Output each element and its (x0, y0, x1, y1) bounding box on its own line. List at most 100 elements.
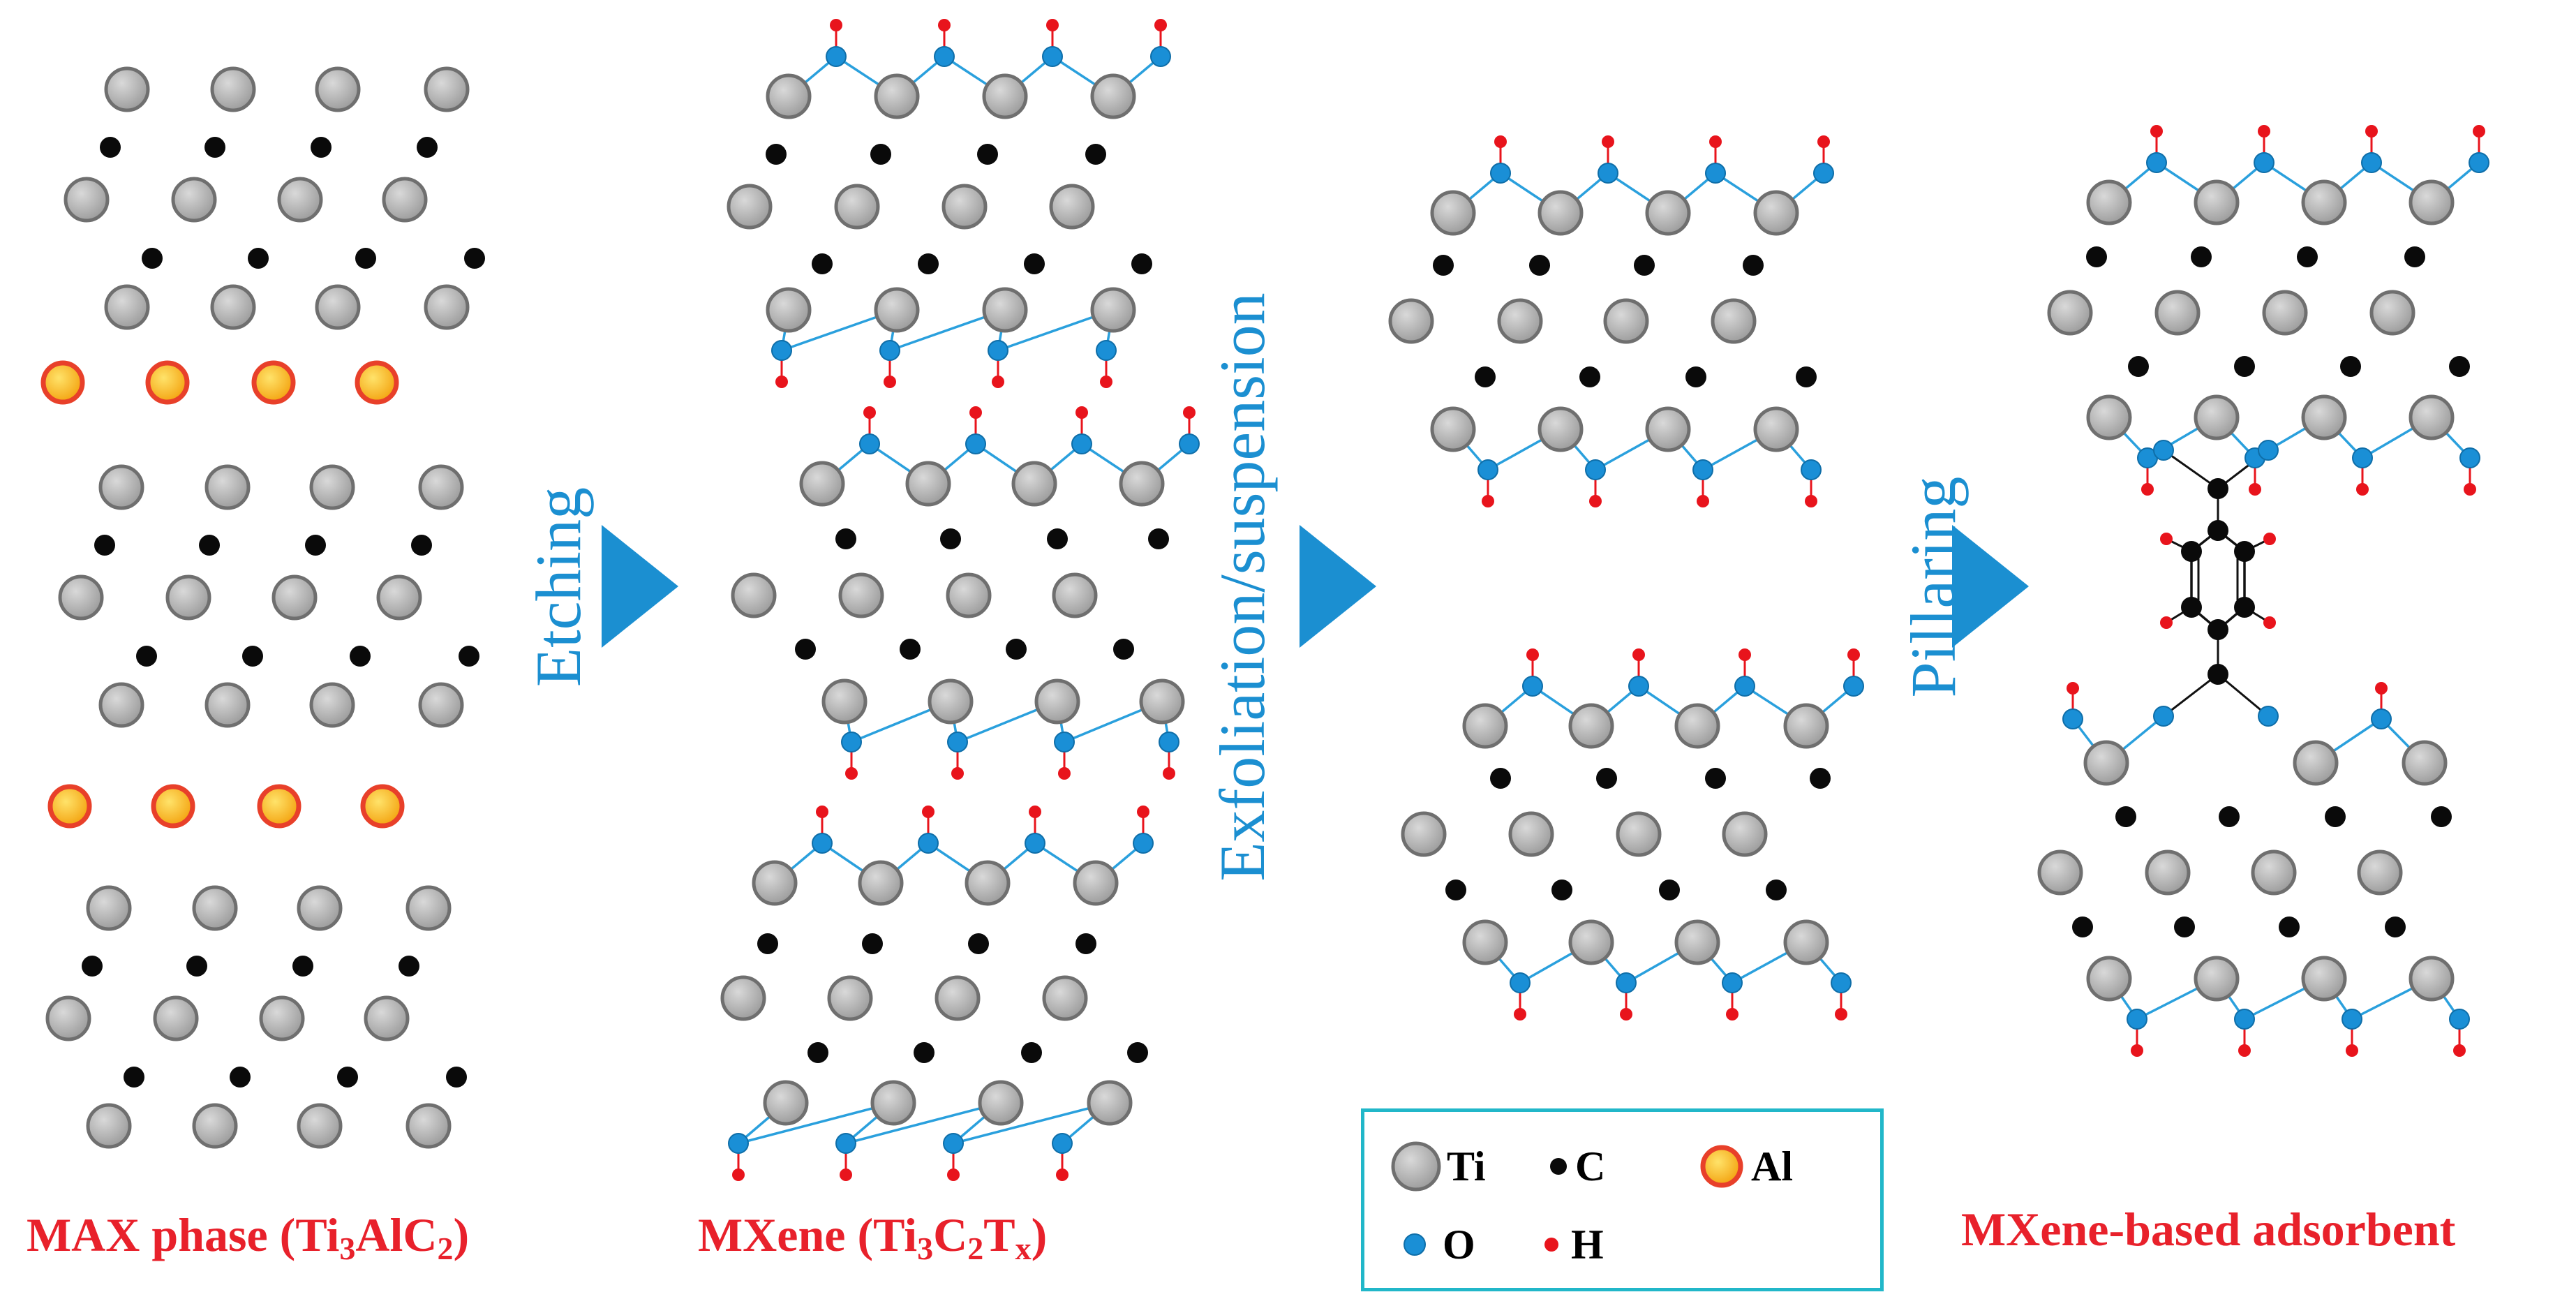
carbon-atom (350, 646, 371, 667)
ti-atom (1568, 703, 1614, 749)
oxygen-atom (2234, 1009, 2255, 1030)
carbon-atom (2072, 917, 2093, 937)
ti-atom (946, 572, 992, 618)
carbon-atom (464, 248, 485, 269)
ti-atom (982, 73, 1028, 119)
hydrogen-atom (2258, 125, 2270, 138)
ti-atom (1090, 73, 1136, 119)
carbon-atom (1021, 1042, 1042, 1063)
hydrogen-atom (2375, 682, 2388, 695)
ti-atom (2086, 956, 2132, 1002)
step-arrow-icon (602, 525, 678, 648)
carbon-atom (2174, 917, 2195, 937)
oxygen-atom (2361, 152, 2382, 173)
ti-atom (297, 1103, 343, 1149)
ti-atom (405, 885, 452, 931)
ti-atom (766, 73, 812, 119)
ti-atom (1073, 860, 1119, 906)
ti-atom (2083, 740, 2129, 786)
carbon-atom (2208, 619, 2228, 640)
oxygen-atom (1096, 340, 1117, 361)
carbon-atom (1705, 768, 1726, 789)
ti-atom (309, 464, 355, 510)
oxygen-atom (1042, 46, 1063, 67)
ti-atom (86, 885, 132, 931)
oxygen-atom (879, 340, 900, 361)
ti-atom (64, 177, 110, 223)
ti-atom (1645, 190, 1691, 236)
ti-atom (905, 461, 951, 507)
ti-atom (982, 287, 1028, 333)
carbon-atom (399, 956, 419, 977)
ti-atom (1052, 572, 1098, 618)
ti-atom (941, 184, 988, 230)
ti-atom (382, 177, 428, 223)
oxygen-atom (841, 732, 862, 752)
carbon-atom (918, 253, 939, 274)
oxygen-atom (1734, 676, 1755, 697)
hydrogen-atom (951, 767, 964, 780)
oxygen-atom (1722, 972, 1743, 993)
oxygen-atom (2342, 1009, 2362, 1030)
ti-atom (1783, 703, 1829, 749)
carbon-atom (2340, 356, 2361, 377)
ti-atom (2409, 956, 2455, 1002)
hydrogen-atom (992, 376, 1004, 388)
carbon-atom (795, 639, 816, 660)
ti-atom (1011, 461, 1057, 507)
ti-atom (935, 975, 981, 1021)
ti-atom (2194, 394, 2240, 440)
ti-atom (2251, 849, 2297, 896)
ti-atom (1388, 298, 1434, 344)
oxygen-atom (988, 340, 1008, 361)
legend-h-label: H (1571, 1222, 1604, 1268)
ti-atom (2301, 179, 2347, 225)
carbon-atom (2234, 597, 2255, 618)
carbon-atom (355, 248, 376, 269)
ti-atom (2357, 849, 2403, 896)
ti-atom (165, 574, 211, 621)
hydrogen-atom (2453, 1044, 2466, 1057)
ti-atom (827, 975, 873, 1021)
ti-atom (86, 1103, 132, 1149)
exfoliation-step-label: Exfoliation/suspension (1207, 292, 1278, 882)
carbon-atom (900, 639, 921, 660)
bond (953, 1101, 1110, 1145)
carbon-atom (1551, 880, 1572, 900)
ti-atom (2262, 290, 2308, 336)
ti-atom (2194, 179, 2240, 225)
ti-atom (1674, 703, 1720, 749)
ti-atom (1497, 298, 1543, 344)
ti-atom (763, 1080, 809, 1126)
hydrogen-atom (1835, 1008, 1847, 1021)
ti-atom (210, 66, 256, 112)
ti-atom (766, 287, 812, 333)
hydrogen-atom (1046, 19, 1059, 31)
oxygen-atom (812, 833, 833, 854)
al-atom (257, 784, 301, 829)
hydrogen-atom (1154, 19, 1167, 31)
hydrogen-atom (2263, 616, 2276, 629)
carbon-atom (1024, 253, 1045, 274)
ti-atom (424, 284, 470, 330)
carbon-atom (204, 137, 225, 158)
oxygen-atom (2469, 152, 2489, 173)
al-atom (40, 360, 85, 405)
ti-atom (1430, 190, 1476, 236)
ti-atom (1568, 919, 1614, 965)
atom-layer (40, 19, 2489, 1181)
ti-atom (315, 284, 361, 330)
legend: Ti C Al O H (1361, 1108, 1884, 1291)
oxygen-atom (2127, 1009, 2147, 1030)
ti-atom (2037, 849, 2083, 896)
hydrogen-atom (1075, 406, 1088, 419)
hydrogen-atom (1726, 1008, 1739, 1021)
oxygen-atom (2449, 1009, 2470, 1030)
hydrogen-atom (2473, 125, 2485, 138)
ti-atom (834, 184, 880, 230)
hydrogen-atom (1058, 767, 1071, 780)
oxygen-atom (728, 1133, 749, 1154)
hydrogen-atom (732, 1168, 745, 1181)
pillar-bond (2163, 673, 2219, 718)
carbon-atom (2219, 806, 2240, 827)
